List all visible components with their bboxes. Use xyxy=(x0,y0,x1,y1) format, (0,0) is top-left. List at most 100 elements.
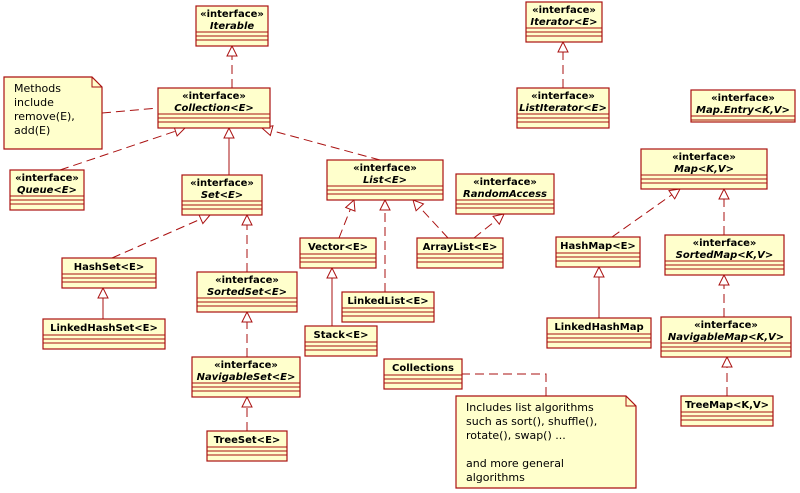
class-name: HashMap<E> xyxy=(560,241,636,252)
class-map: «interface»Map<K,V> xyxy=(640,148,768,190)
triangle-arrowhead xyxy=(198,213,212,225)
class-name: RandomAccess xyxy=(463,189,547,200)
class-mapentry: «interface»Map.Entry<K,V> xyxy=(690,89,796,123)
triangle-arrowhead xyxy=(226,44,238,57)
relation-navigablemap-to-sortedmap xyxy=(718,273,730,317)
class-name: ArrayList<E> xyxy=(423,242,498,253)
class-box xyxy=(341,291,435,323)
relation-methods-note-to-collection xyxy=(101,107,159,114)
triangle-arrowhead xyxy=(593,265,605,278)
class-box xyxy=(9,169,85,211)
class-sortedset: «interface»SortedSet<E> xyxy=(196,271,298,313)
note-line: add(E) xyxy=(14,124,50,137)
note-line: algorithms xyxy=(466,471,525,484)
class-iterable: «interface»Iterable xyxy=(195,5,269,47)
class-treeset: TreeSet<E> xyxy=(206,430,288,462)
classes-layer: «interface»Iterable«interface»Iterator<E… xyxy=(9,1,796,462)
class-box xyxy=(525,1,603,43)
class-name: LinkedHashMap xyxy=(554,322,643,333)
relation-hashset-to-set xyxy=(111,213,212,259)
class-box xyxy=(61,257,157,289)
class-box xyxy=(196,271,298,313)
stereotype-label: «interface» xyxy=(672,152,736,163)
relation-linkedlist-to-list xyxy=(379,198,391,292)
realization-line xyxy=(611,188,681,238)
triangle-arrowhead xyxy=(241,310,253,323)
class-name: SortedMap<K,V> xyxy=(676,250,774,261)
class-name: List<E> xyxy=(363,175,407,186)
relation-treemap-to-navigablemap xyxy=(721,355,733,396)
realization-line xyxy=(59,127,186,171)
triangle-arrowhead xyxy=(557,40,569,53)
note-line: rotate(), swap() ... xyxy=(466,429,566,442)
class-sortedmap: «interface»SortedMap<K,V> xyxy=(664,234,785,276)
class-name: TreeSet<E> xyxy=(214,435,281,446)
class-box xyxy=(326,159,444,201)
class-arraylist: ArrayList<E> xyxy=(416,237,504,269)
class-treemap: TreeMap<K,V> xyxy=(680,395,774,427)
stereotype-label: «interface» xyxy=(711,93,775,104)
relation-list-to-collection xyxy=(260,125,381,161)
relation-arraylist-to-randomaccess xyxy=(473,213,505,239)
class-name: Collections xyxy=(392,363,454,374)
triangle-arrowhead xyxy=(718,273,730,286)
class-name: Queue<E> xyxy=(17,185,77,196)
note-line xyxy=(462,373,547,396)
class-name: Collection<E> xyxy=(174,103,254,114)
relation-treeset-to-navigableset xyxy=(241,395,253,431)
note-line: include xyxy=(14,96,54,109)
class-linkedhashset: LinkedHashSet<E> xyxy=(42,318,166,350)
class-box xyxy=(664,234,785,276)
class-navigableset: «interface»NavigableSet<E> xyxy=(191,356,301,398)
class-linkedlist: LinkedList<E> xyxy=(341,291,435,323)
stereotype-label: «interface» xyxy=(215,275,279,286)
stereotype-label: «interface» xyxy=(353,163,417,174)
stereotype-label: «interface» xyxy=(190,178,254,189)
triangle-arrowhead xyxy=(721,355,733,368)
class-name: LinkedList<E> xyxy=(347,296,428,307)
class-name: ListIterator<E> xyxy=(519,103,607,114)
class-navigablemap: «interface»NavigableMap<K,V> xyxy=(660,316,792,358)
relations-layer xyxy=(59,40,733,431)
stereotype-label: «interface» xyxy=(200,9,264,20)
triangle-arrowhead xyxy=(492,213,505,226)
note-fold xyxy=(91,77,102,88)
relation-navigableset-to-sortedset xyxy=(241,310,253,357)
class-name: NavigableMap<K,V> xyxy=(668,332,784,343)
class-name: TreeMap<K,V> xyxy=(685,400,769,411)
class-box xyxy=(516,87,610,129)
class-list: «interface»List<E> xyxy=(326,159,444,201)
note-box xyxy=(455,395,637,489)
relation-listiterator-to-iterator xyxy=(557,40,569,88)
note-line: Includes list algorithms xyxy=(466,401,594,414)
relation-collections-note-to-collections xyxy=(462,373,547,396)
class-hashmap: HashMap<E> xyxy=(555,236,641,268)
class-name: LinkedHashSet<E> xyxy=(50,323,158,334)
note-line xyxy=(101,107,159,114)
triangle-arrowhead xyxy=(668,188,681,200)
class-collection: «interface»Collection<E> xyxy=(157,87,271,129)
stereotype-label: «interface» xyxy=(532,5,596,16)
class-box xyxy=(181,174,263,216)
class-randomaccess: «interface»RandomAccess xyxy=(455,173,555,215)
class-stack: Stack<E> xyxy=(304,325,378,357)
stereotype-label: «interface» xyxy=(214,360,278,371)
relation-hashmap-to-map xyxy=(611,188,681,238)
triangle-arrowhead xyxy=(718,187,730,200)
class-collections: Collections xyxy=(383,358,463,390)
stereotype-label: «interface» xyxy=(531,91,595,102)
class-set: «interface»Set<E> xyxy=(181,174,263,216)
class-name: SortedSet<E> xyxy=(207,287,287,298)
class-box xyxy=(304,325,378,357)
triangle-arrowhead xyxy=(379,198,391,211)
class-name: Map.Entry<K,V> xyxy=(696,105,790,116)
stereotype-label: «interface» xyxy=(15,173,79,184)
class-name: Iterable xyxy=(210,21,255,32)
stereotype-label: «interface» xyxy=(182,91,246,102)
class-box xyxy=(640,148,768,190)
relation-stack-to-vector xyxy=(326,266,338,326)
relation-collection-to-iterable xyxy=(226,44,238,88)
class-box xyxy=(383,358,463,390)
